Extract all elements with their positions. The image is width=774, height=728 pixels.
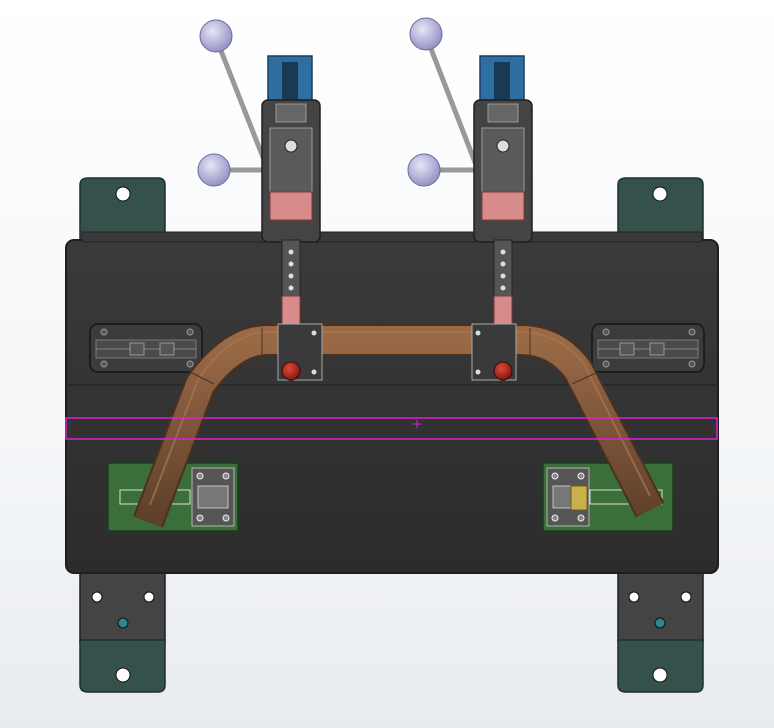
locating-pin — [281, 361, 301, 381]
bracket-top-right[interactable] — [617, 177, 704, 241]
bracket-bottom-right[interactable] — [617, 569, 704, 693]
bracket-bottom-left[interactable] — [79, 569, 166, 693]
mounting-hole — [680, 591, 692, 603]
plus-icon — [413, 420, 421, 428]
selection-highlight[interactable] — [65, 417, 718, 440]
mounting-hole — [115, 186, 131, 202]
toggle-clamp-left[interactable] — [197, 19, 323, 381]
handle-knob[interactable] — [199, 19, 233, 53]
screw-icon — [117, 617, 129, 629]
mounting-hole — [652, 667, 668, 683]
slide-locator-right[interactable] — [591, 323, 705, 373]
handle-knob[interactable] — [407, 153, 441, 187]
toggle-clamp-right[interactable] — [407, 17, 533, 381]
locating-pin — [493, 361, 513, 381]
mounting-hole — [652, 186, 668, 202]
handle-knob[interactable] — [197, 153, 231, 187]
mounting-hole — [115, 667, 131, 683]
slide-locator-left[interactable] — [89, 323, 203, 373]
mounting-hole — [91, 591, 103, 603]
bent-tube-part[interactable] — [133, 324, 665, 528]
mounting-hole — [628, 591, 640, 603]
bracket-top-left[interactable] — [79, 177, 166, 241]
screw-icon — [654, 617, 666, 629]
handle-knob[interactable] — [409, 17, 443, 51]
mounting-hole — [143, 591, 155, 603]
